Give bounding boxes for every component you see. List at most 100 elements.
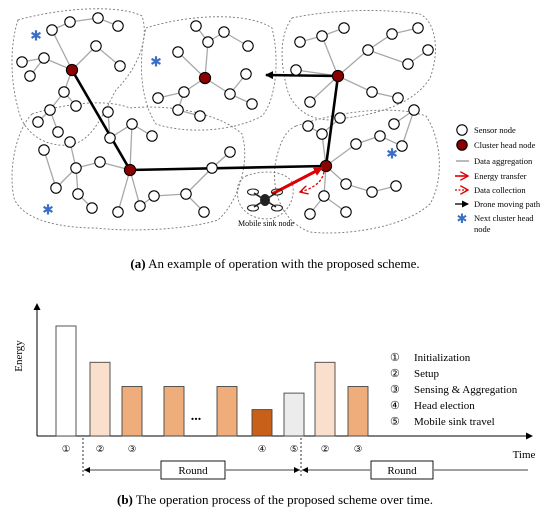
sensor-node [412, 22, 424, 34]
bar-step-label: ① [62, 444, 71, 455]
cluster-region [11, 102, 246, 231]
cluster-region [236, 171, 294, 220]
sensor-node [316, 30, 328, 42]
next-head-legend-icon: ✱ [457, 212, 468, 227]
data-collection-arrow [300, 171, 325, 192]
y-axis-label: Energy [13, 340, 25, 372]
bar-step-label: ③ [128, 444, 137, 455]
sensor-node [408, 104, 420, 116]
sensor-node [206, 162, 218, 174]
sensor-node [240, 68, 252, 80]
sensor-node [92, 12, 104, 24]
bar-step-label: ⑤ [290, 444, 299, 455]
sensor-node [38, 52, 50, 64]
drone-path [70, 69, 340, 172]
network-diagram: ✱✱✱✱ Mobile sink node [11, 8, 440, 234]
step-label: Initialization [414, 352, 471, 364]
sensor-node [338, 22, 350, 34]
aggregation-edge [325, 143, 357, 167]
sensor-node [104, 132, 116, 144]
sensor-node [126, 118, 138, 130]
energy-bar [251, 409, 273, 437]
step-label: Mobile sink travel [414, 416, 495, 428]
step-number: ③ [390, 384, 400, 396]
sensor-node [304, 96, 316, 108]
cluster-head-node [331, 69, 345, 83]
sensor-node [52, 126, 64, 138]
sensor-node [112, 206, 124, 218]
sensor-node [386, 28, 398, 40]
sensor-node [64, 136, 76, 148]
cluster-head-node [319, 159, 333, 173]
sensor-node [180, 188, 192, 200]
sensor-node [422, 44, 434, 56]
sensor-node [198, 206, 210, 218]
bar-step-label: ② [321, 444, 330, 455]
energy-bar [314, 361, 336, 437]
caption-a: (a) An example of operation with the pro… [130, 256, 419, 271]
step-number: ① [390, 352, 400, 364]
sensor-node [178, 86, 190, 98]
cluster-head-legend-icon [456, 139, 468, 151]
sensor-node [90, 40, 102, 52]
next-cluster-head-node: ✱ [150, 55, 162, 71]
sensor-node [148, 190, 160, 202]
sensor-node [392, 92, 404, 104]
legend-sensor-node: Sensor node [474, 125, 516, 135]
sensor-node [38, 144, 50, 156]
sensor-node [218, 26, 230, 38]
energy-bar [347, 386, 369, 437]
sensor-node [316, 128, 328, 140]
step-number: ⑤ [390, 416, 400, 428]
aggregation-edge [337, 75, 373, 93]
caption-b: (b) The operation process of the propose… [117, 492, 433, 507]
legend-next-cluster-head-node: Next cluster head node [474, 213, 536, 234]
ellipsis: ... [191, 409, 202, 424]
sensor-node [388, 118, 400, 130]
bar-step-label: ④ [258, 444, 267, 455]
sensor-node [340, 206, 352, 218]
sensor-node [112, 20, 124, 32]
step-label: Setup [414, 368, 440, 380]
aggregation-edge [177, 51, 206, 79]
next-cluster-head-node: ✱ [30, 29, 42, 45]
sensor-node [224, 88, 236, 100]
next-cluster-head-node: ✱ [386, 147, 398, 163]
aggregation-edge [337, 49, 369, 77]
cluster-head-node [65, 63, 79, 77]
sensor-node-legend-icon [456, 124, 468, 136]
aggregation-edge [321, 35, 339, 77]
sensor-node [396, 140, 408, 152]
sensor-node [340, 178, 352, 190]
nodes: ✱ ✱ ✱ ✱ [16, 12, 434, 220]
aggregation-edge [367, 49, 409, 65]
sensor-node [58, 86, 70, 98]
sensor-node [366, 86, 378, 98]
round-box [370, 460, 434, 480]
sensor-node [194, 110, 206, 122]
energy-bar [89, 361, 111, 437]
sensor-node [202, 36, 214, 48]
sensor-node [350, 138, 362, 150]
sensor-node [72, 188, 84, 200]
aggregation-edge [129, 123, 133, 171]
sensor-node [16, 56, 28, 68]
step-legend: ① Initialization ② Setup ③ Sensing & Agg… [390, 352, 518, 428]
legend-data-collection: Data collection [474, 185, 526, 195]
sensor-node [318, 190, 330, 202]
cluster-regions [11, 8, 440, 234]
next-cluster-head-node: ✱ [42, 203, 54, 219]
cluster-region [140, 16, 277, 131]
legend-cluster-head-node: Cluster head node [474, 140, 536, 150]
step-label: Sensing & Aggregation [414, 384, 518, 396]
sensor-node [134, 200, 146, 212]
sensor-node [32, 116, 44, 128]
energy-bar [163, 386, 185, 437]
sensor-node [44, 104, 56, 116]
sensor-node [366, 186, 378, 198]
sensor-node [114, 60, 126, 72]
legend-data-aggregation: Data aggregation [474, 156, 533, 166]
